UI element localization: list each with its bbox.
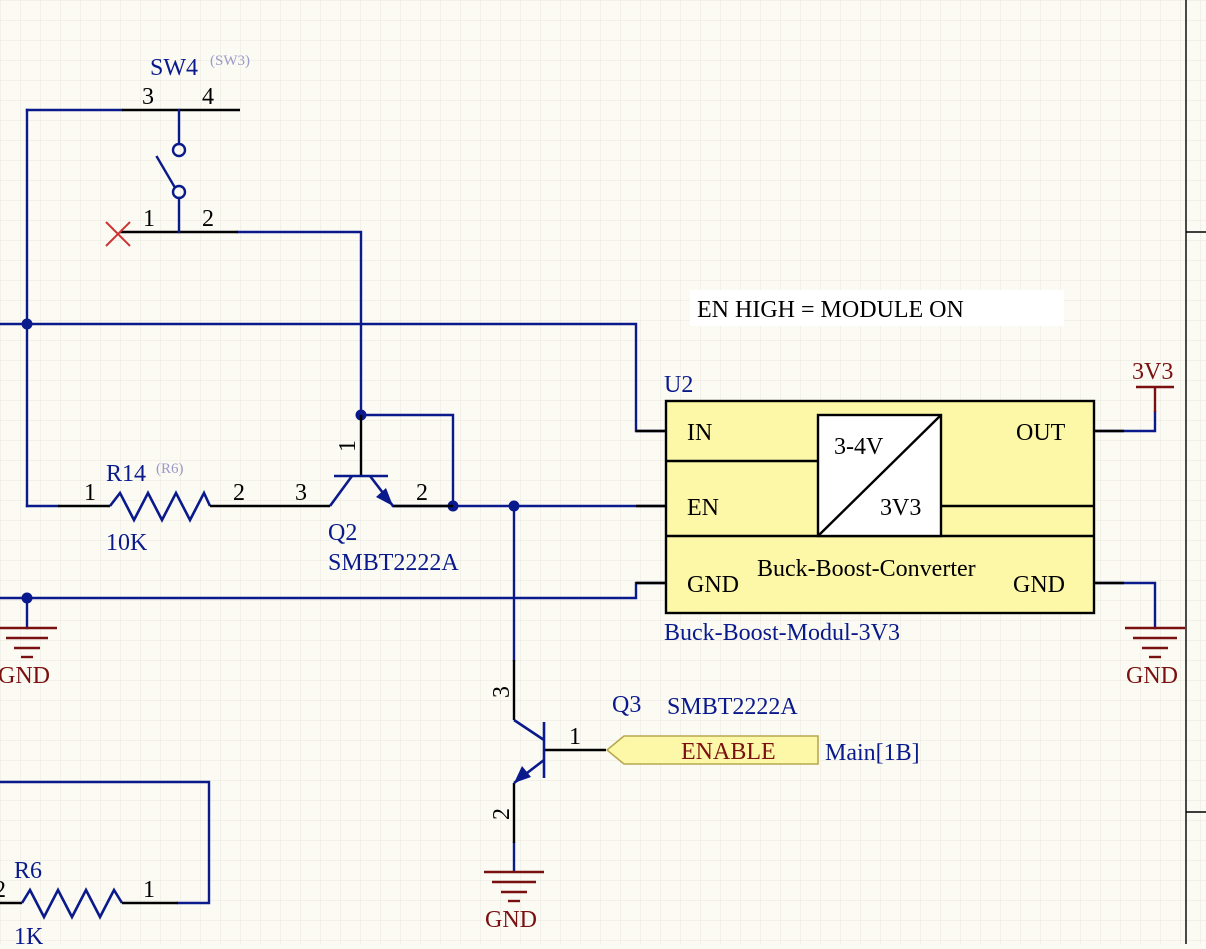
r6-value: 1K <box>14 924 44 944</box>
q2-pin-2: 2 <box>416 480 428 506</box>
u2-pin-in: IN <box>687 420 712 446</box>
gnd-symbol-bottom[interactable]: GND <box>484 870 544 933</box>
q3-designator: Q3 <box>612 692 641 718</box>
r14-pin-2: 2 <box>233 480 245 506</box>
gnd-symbol-left[interactable]: GND <box>0 626 57 689</box>
r6-pin-2: 2 <box>0 877 6 903</box>
r6-designator: R6 <box>14 858 42 884</box>
u2-inner-input-range: 3-4V <box>834 434 884 460</box>
r6-pin-1: 1 <box>143 877 155 903</box>
transistor-q3[interactable]: 3 2 1 Q3 SMBT2222A <box>489 660 798 843</box>
sw4-designator: SW4 <box>150 55 198 81</box>
power-3v3-label: 3V3 <box>1132 359 1173 385</box>
q2-designator: Q2 <box>328 520 357 546</box>
u2-designator: U2 <box>664 372 693 398</box>
module-u2[interactable]: U2 IN EN GND OUT GND 3-4V 3V3 Buck-Boost… <box>636 372 1124 646</box>
q2-pin-3: 3 <box>295 480 307 506</box>
q3-pin-1: 1 <box>569 724 581 750</box>
sw4-alt-designator: (SW3) <box>210 53 250 69</box>
note-en-high: EN HIGH = MODULE ON <box>690 290 1064 326</box>
u2-comment: Buck-Boost-Converter <box>757 556 976 582</box>
sw4-pin-1: 1 <box>143 206 155 232</box>
switch-sw4[interactable]: SW4 (SW3) 3 4 1 2 <box>120 53 250 234</box>
wire-r6-loop <box>0 780 211 905</box>
r14-value: 10K <box>106 530 148 556</box>
r14-designator: R14 <box>106 461 146 487</box>
q3-part: SMBT2222A <box>667 694 798 720</box>
sw4-pin-2: 2 <box>202 206 214 232</box>
port-enable-label: ENABLE <box>681 739 776 765</box>
port-enable-ref: Main[1B] <box>825 740 920 766</box>
wire-sw4-to-q2 <box>236 230 363 417</box>
gnd-symbol-right[interactable]: GND <box>1125 626 1185 689</box>
r14-pin-1: 1 <box>84 480 96 506</box>
transistor-q2[interactable]: 3 2 1 Q2 SMBT2222A <box>270 415 459 576</box>
wire-q2-collector-loop <box>359 413 455 508</box>
q2-pin-1: 1 <box>335 440 361 452</box>
q2-part: SMBT2222A <box>328 550 459 576</box>
sheet-border <box>1185 0 1206 944</box>
power-port-3v3[interactable]: 3V3 <box>1132 359 1174 412</box>
port-enable[interactable]: ENABLE Main[1B] <box>605 735 920 766</box>
q3-pin-3: 3 <box>489 686 515 698</box>
sw4-pin-3: 3 <box>142 84 154 110</box>
u2-pin-en: EN <box>687 495 719 521</box>
gnd-right-label: GND <box>1126 663 1178 689</box>
q3-pin-2: 2 <box>489 808 515 820</box>
sw4-pin-4: 4 <box>202 84 214 110</box>
gnd-bottom-label: GND <box>485 907 537 933</box>
resistor-r6[interactable]: R6 1K 1 2 <box>0 858 178 949</box>
no-connect-marker <box>105 221 131 247</box>
u2-inner-output: 3V3 <box>880 495 921 521</box>
note-text: EN HIGH = MODULE ON <box>697 297 964 323</box>
resistor-r14[interactable]: R14 (R6) 10K 1 2 <box>58 461 270 556</box>
u2-pin-out: OUT <box>1016 420 1066 446</box>
u2-footprint: Buck-Boost-Modul-3V3 <box>664 620 900 646</box>
u2-pin-gnd-right: GND <box>1013 572 1065 598</box>
gnd-left-label: GND <box>0 663 50 689</box>
u2-pin-gnd-left: GND <box>687 572 739 598</box>
r14-alt-designator: (R6) <box>156 461 184 477</box>
